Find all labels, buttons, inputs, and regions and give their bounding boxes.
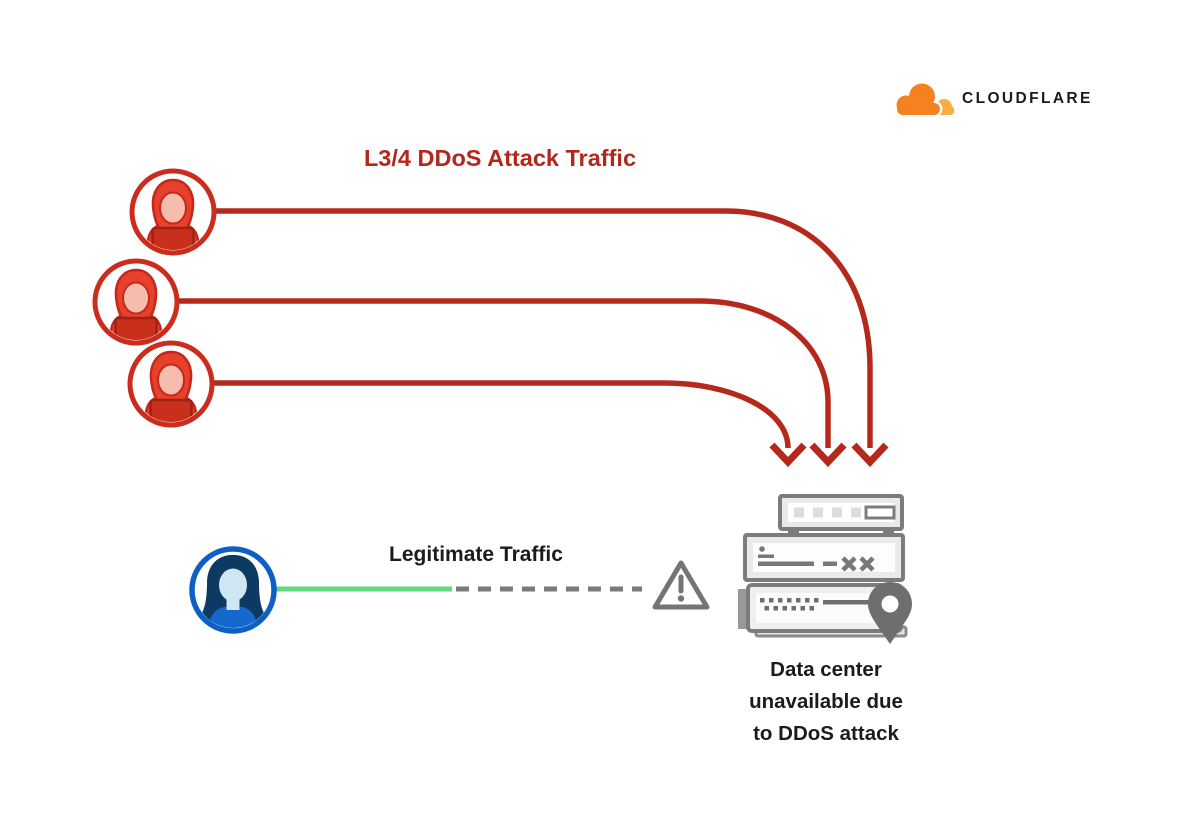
attack-arrows <box>178 208 889 468</box>
server-unit-bottom <box>738 583 908 638</box>
data-center-server-stack-icon <box>738 494 912 644</box>
arrowhead-icon <box>851 442 889 468</box>
attack-arrow-2 <box>178 298 831 448</box>
brand-wordmark: CLOUDFLARE <box>962 90 1093 107</box>
location-pin-icon <box>868 582 912 644</box>
legitimate-user-icon <box>188 545 278 635</box>
server-unit-top <box>778 494 904 537</box>
server-unit-middle <box>743 533 905 582</box>
data-center-caption: Data center unavailable due to DDoS atta… <box>706 654 946 750</box>
attack-arrow-1 <box>214 208 873 448</box>
cloudflare-logo: CLOUDFLARE <box>893 80 1093 118</box>
caption-line: to DDoS attack <box>753 722 899 745</box>
legitimate-traffic-title: Legitimate Traffic <box>389 543 563 566</box>
arrowhead-icon <box>809 442 847 468</box>
attack-traffic-title: L3/4 DDoS Attack Traffic <box>363 145 637 171</box>
attacker-icon-1 <box>128 167 218 257</box>
caption-line: unavailable due <box>749 690 903 713</box>
caption-line: Data center <box>770 658 882 681</box>
error-x-marks <box>841 556 875 572</box>
cloudflare-cloud-icon <box>894 81 954 118</box>
attacker-icon-2 <box>91 257 181 347</box>
vent-dots <box>760 598 819 611</box>
attack-arrowheads <box>769 442 889 468</box>
attack-arrow-3 <box>212 380 791 449</box>
arrowhead-icon <box>769 442 807 468</box>
warning-triangle-icon <box>652 560 710 610</box>
attacker-icon-3 <box>126 339 216 429</box>
